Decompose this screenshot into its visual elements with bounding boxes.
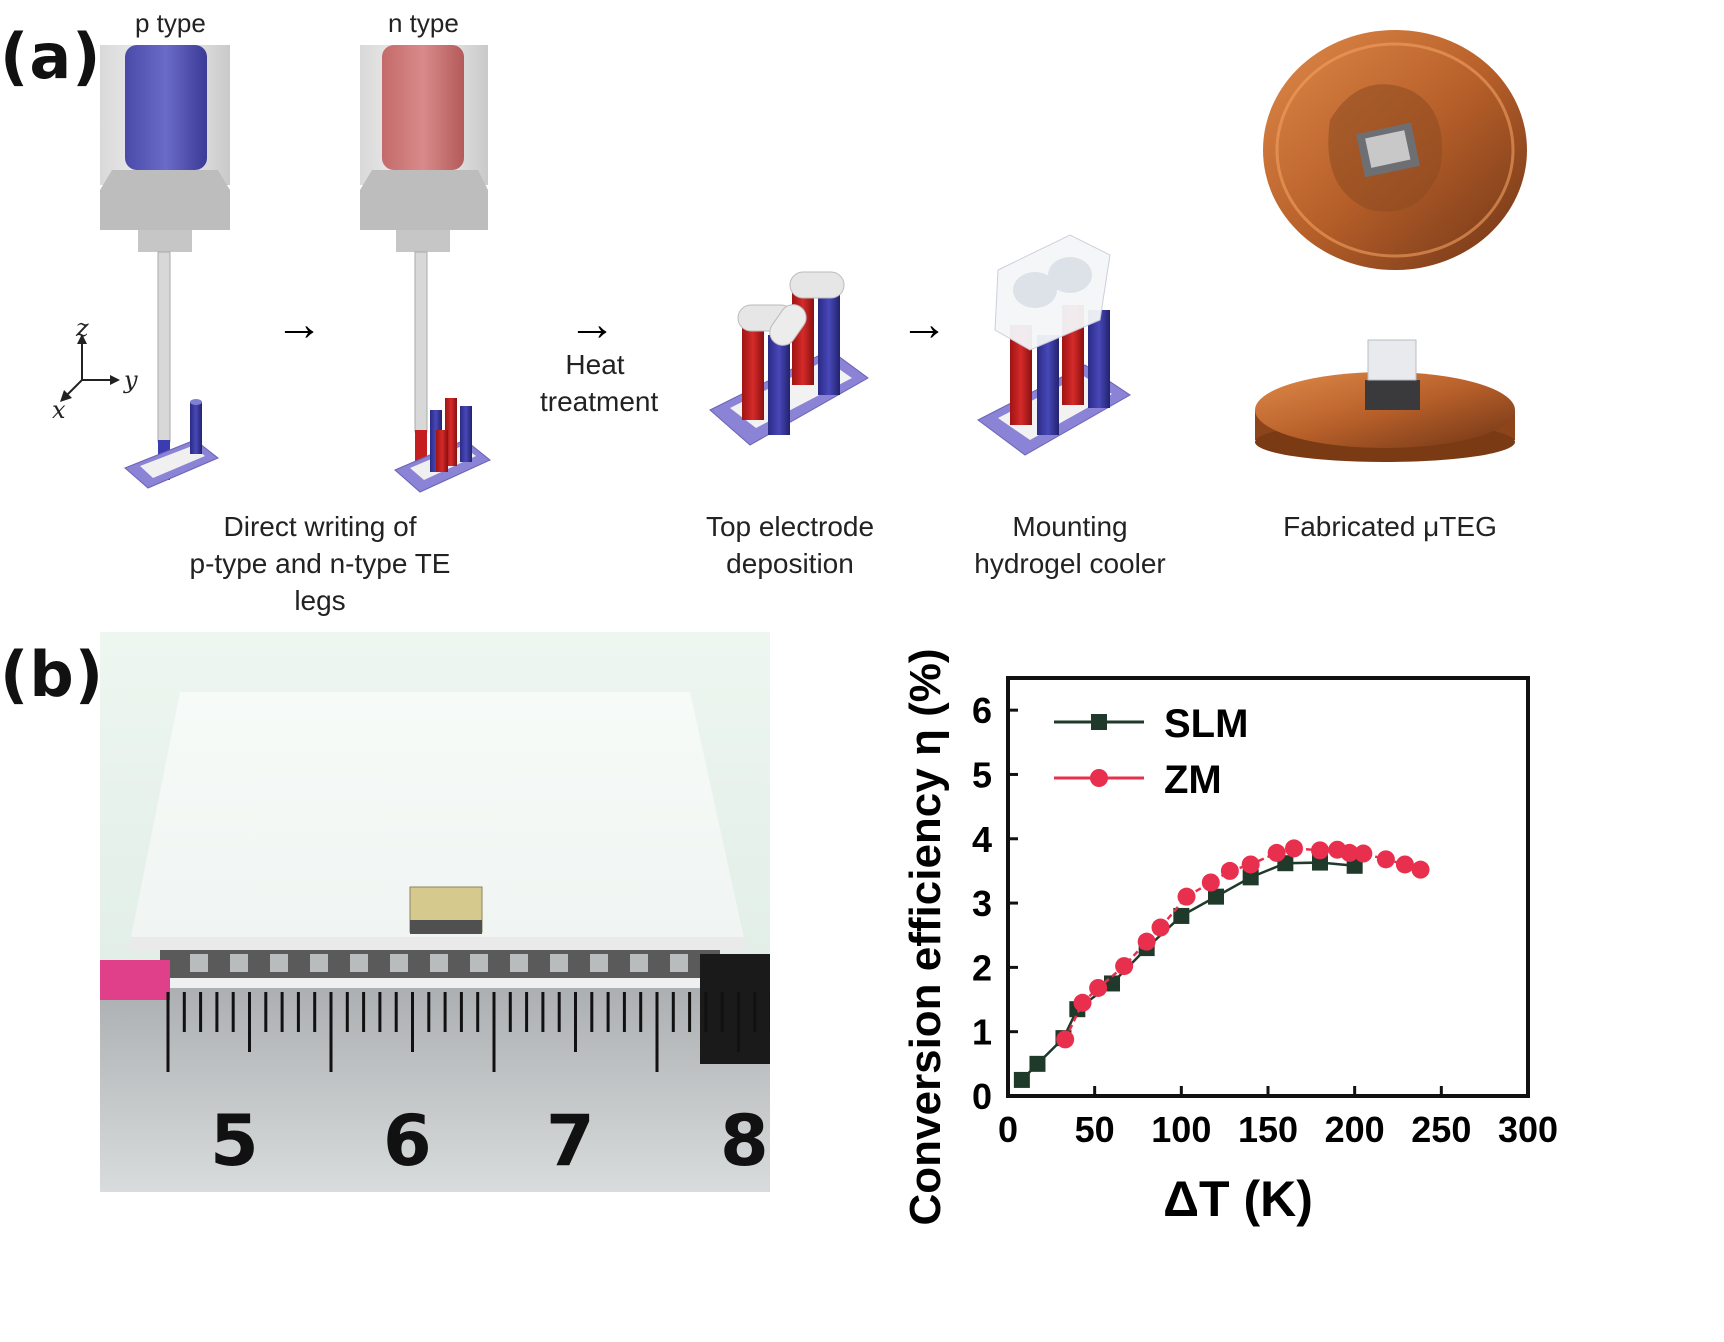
legend-label-ZM: ZM [1164, 758, 1222, 802]
ruler-number-7: 7 [546, 1100, 595, 1182]
svg-text:→: → [568, 298, 616, 351]
data-point-SLM [1208, 888, 1224, 905]
n-type-syringe [360, 45, 488, 468]
y-axis-label: Conversion efficiency η (%) [901, 648, 950, 1225]
caption-fabricated: Fabricated μTEG [1283, 511, 1497, 542]
data-point-SLM [1312, 854, 1328, 871]
x-tick-label: 200 [1325, 1109, 1385, 1150]
data-point-ZM [1376, 850, 1395, 869]
data-point-ZM [1137, 932, 1156, 951]
axis-z-label: z [76, 314, 89, 342]
axis-y-label: y [124, 366, 138, 394]
ruler-number-5: 5 [210, 1100, 259, 1182]
device-photo-art [100, 692, 770, 1192]
data-point-ZM [1411, 860, 1430, 879]
data-point-ZM [1201, 873, 1220, 892]
data-point-ZM [1073, 993, 1092, 1012]
penny-side-photo [1255, 339, 1515, 462]
fabrication-schematic: → → → [100, 30, 1527, 493]
top-electrode-device [709, 271, 869, 446]
p-type-label: p type [135, 8, 206, 38]
ruler-number-8: 8 [720, 1100, 769, 1182]
device-photo [100, 632, 770, 1192]
data-point-ZM [1340, 843, 1359, 862]
y-tick-label: 4 [972, 819, 992, 860]
data-point-ZM [1267, 843, 1286, 862]
n-type-label: n type [388, 8, 459, 38]
data-point-SLM [1029, 1055, 1046, 1072]
data-point-ZM [1115, 957, 1134, 976]
data-point-SLM [1242, 869, 1259, 886]
svg-text:→: → [275, 298, 323, 351]
legend-label-SLM: SLM [1164, 702, 1248, 746]
y-tick-label: 5 [972, 754, 992, 795]
substrate-2 [394, 398, 491, 493]
y-tick-label: 2 [972, 947, 992, 988]
legend-marker-ZM [1090, 769, 1108, 787]
data-point-ZM [1151, 918, 1170, 937]
x-tick-label: 50 [1075, 1109, 1115, 1150]
data-point-ZM [1177, 887, 1196, 906]
substrate-1 [124, 399, 219, 489]
hydrogel-device [977, 234, 1131, 456]
plot-frame [1006, 676, 1530, 1098]
data-point-ZM [1354, 844, 1373, 863]
x-tick-label: 0 [998, 1109, 1018, 1150]
efficiency-chart: 0 50 100 150 200 250 300 0 1 2 3 4 5 6 SLM ZM Conversi… [901, 648, 1558, 1227]
data-point-SLM [1013, 1071, 1030, 1088]
axis-x-label: x [52, 396, 66, 424]
svg-text:→: → [900, 298, 948, 351]
data-point-SLM [1173, 907, 1190, 924]
x-tick-label: 250 [1411, 1109, 1471, 1150]
x-axis-label: ΔT (K) [1163, 1171, 1313, 1227]
y-tick-label: 6 [972, 690, 992, 731]
data-point-ZM [1285, 839, 1303, 858]
panel-a-label: (a) [0, 20, 102, 93]
x-tick-label: 100 [1151, 1109, 1211, 1150]
penny-top-photo [1263, 30, 1527, 270]
y-tick-label: 1 [972, 1012, 992, 1053]
p-type-syringe [100, 45, 230, 480]
x-tick-label: 150 [1238, 1109, 1298, 1150]
data-point-ZM [1089, 978, 1108, 997]
legend-marker-SLM [1091, 714, 1107, 730]
y-tick-label: 3 [972, 883, 992, 924]
data-point-ZM [1056, 1030, 1075, 1049]
axis-triad [60, 334, 120, 402]
data-point-ZM [1241, 855, 1260, 874]
data-point-ZM [1220, 861, 1239, 880]
y-tick-label: 0 [972, 1076, 992, 1117]
panel-b-label: (b) [0, 638, 105, 711]
data-point-ZM [1311, 841, 1329, 860]
x-tick-label: 300 [1498, 1109, 1558, 1150]
data-point-ZM [1395, 855, 1414, 874]
ruler-number-6: 6 [383, 1100, 432, 1182]
